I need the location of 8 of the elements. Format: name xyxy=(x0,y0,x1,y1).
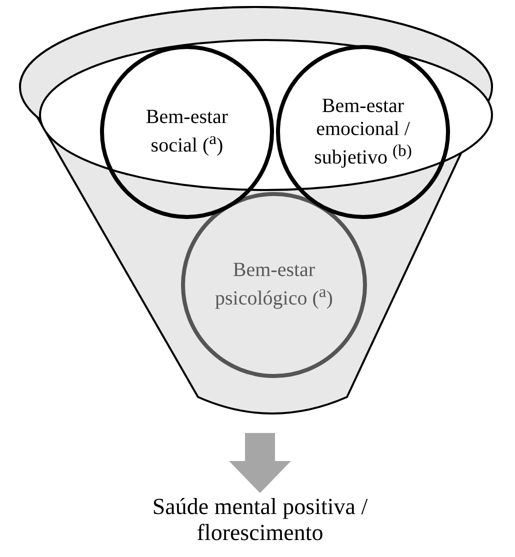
circle xyxy=(181,192,367,378)
circle-label: Bem-estar social ($^{a}$) xyxy=(144,106,230,158)
circle-label: Bem-estar psicológico ($^{a}$) xyxy=(214,259,334,311)
circle xyxy=(276,45,450,219)
outcome-text: Saúde mental positiva / florescimento xyxy=(110,494,410,552)
arrow xyxy=(229,433,291,493)
circle xyxy=(100,45,274,219)
circle-label: Bem-estar emocional / subjetivo $^{(b)}$ xyxy=(313,94,413,170)
